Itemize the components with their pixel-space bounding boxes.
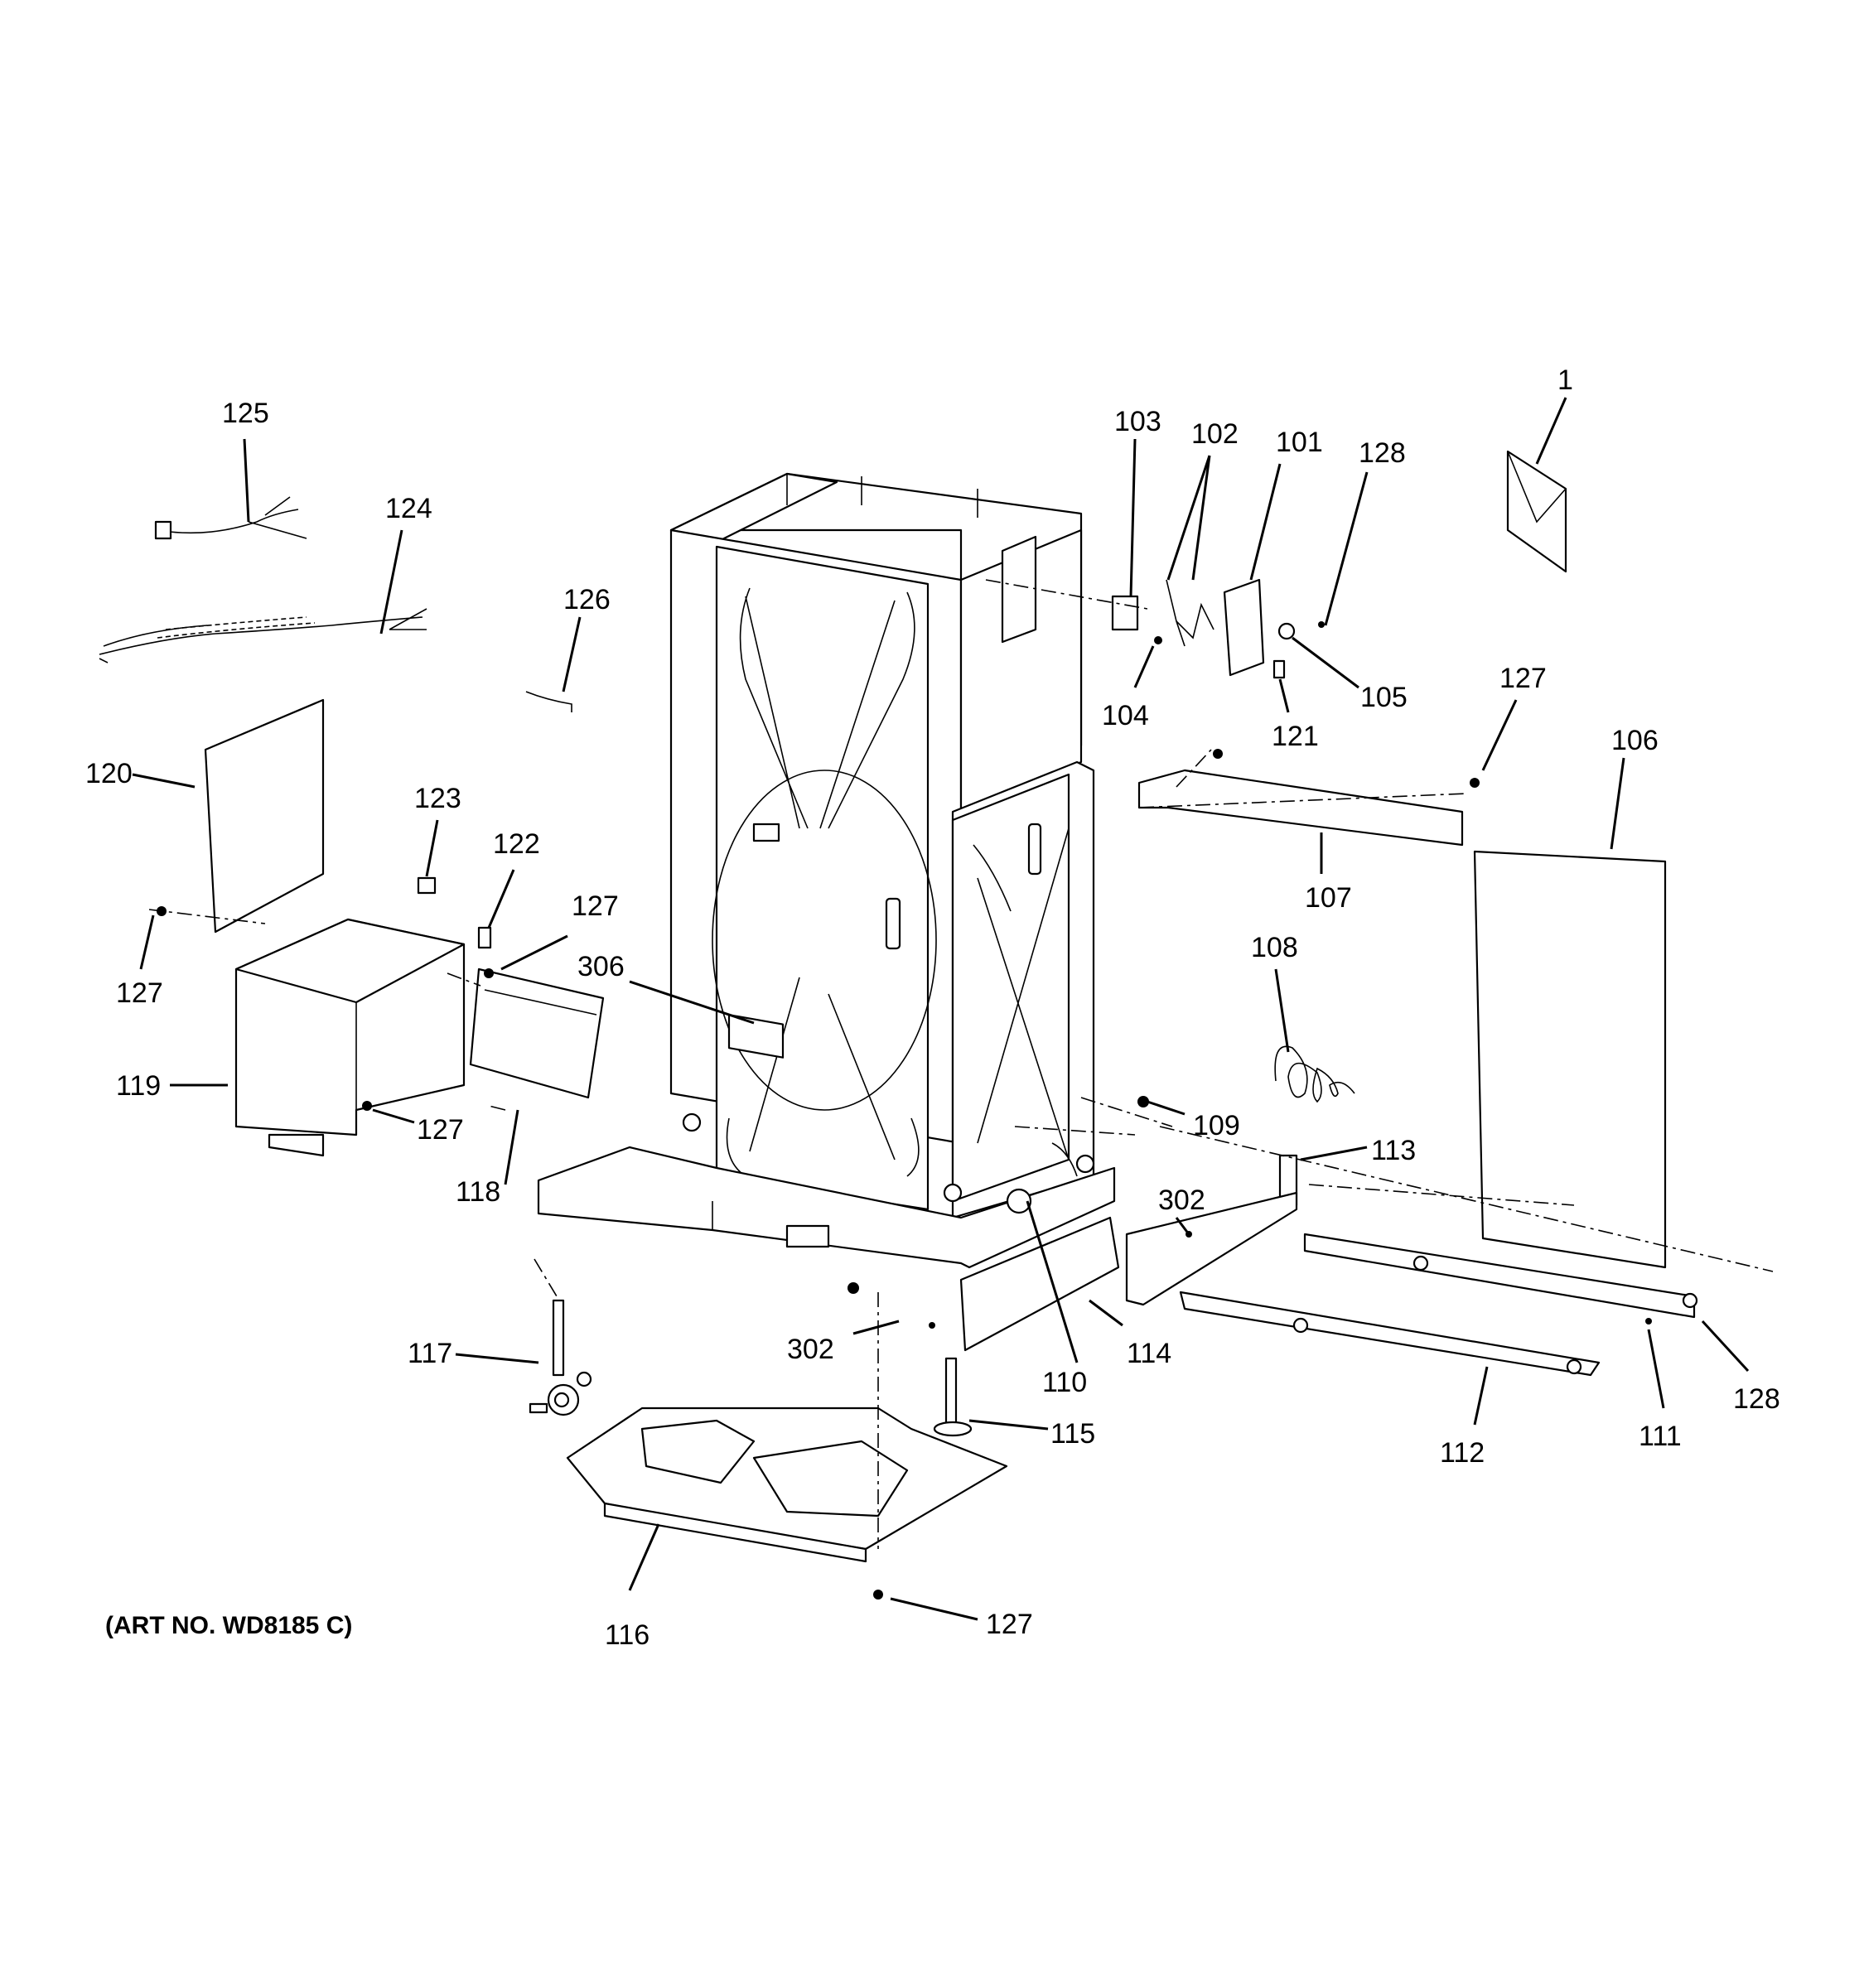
clip bbox=[1272, 659, 1286, 679]
callout-128-top: 128 bbox=[1359, 437, 1406, 469]
callout-120: 120 bbox=[85, 758, 133, 789]
callout-104: 104 bbox=[1102, 700, 1149, 731]
callout-118: 118 bbox=[456, 1176, 500, 1208]
mounting-bracket bbox=[1223, 578, 1265, 677]
rear-slide-rail bbox=[1303, 1233, 1696, 1319]
callout-127-bottom: 127 bbox=[986, 1609, 1033, 1640]
art-number: (ART NO. WD8185 C) bbox=[105, 1612, 352, 1639]
callout-114: 114 bbox=[1127, 1338, 1171, 1369]
leveling-leg-rear bbox=[529, 1299, 592, 1416]
callout-109: 109 bbox=[1193, 1110, 1240, 1141]
front-kick-plate bbox=[1125, 1191, 1298, 1306]
callout-128-bottom: 128 bbox=[1733, 1383, 1780, 1415]
callout-108: 108 bbox=[1251, 932, 1298, 963]
terminal-connector bbox=[417, 876, 437, 895]
callout-125: 125 bbox=[222, 398, 269, 429]
literature-envelope bbox=[1506, 450, 1567, 573]
top-rail bbox=[1137, 769, 1464, 847]
washer bbox=[1277, 622, 1296, 640]
wire-harness bbox=[99, 608, 427, 663]
callout-127-mid: 127 bbox=[572, 890, 619, 922]
leader-lines bbox=[132, 397, 1750, 1621]
cabinet-assembly bbox=[537, 472, 1116, 1269]
callout-1: 1 bbox=[1557, 364, 1573, 396]
callout-127-left: 127 bbox=[116, 977, 163, 1009]
callout-124: 124 bbox=[385, 493, 432, 524]
callout-302-left: 302 bbox=[787, 1334, 834, 1365]
callout-302-right: 302 bbox=[1158, 1185, 1205, 1216]
callout-117: 117 bbox=[408, 1338, 452, 1369]
callout-103: 103 bbox=[1114, 406, 1161, 437]
callout-106: 106 bbox=[1611, 725, 1659, 756]
callout-121: 121 bbox=[1272, 721, 1319, 752]
control-box bbox=[234, 918, 466, 1157]
callout-123: 123 bbox=[414, 783, 461, 814]
wire-connector bbox=[477, 926, 492, 949]
callout-119: 119 bbox=[116, 1070, 161, 1102]
callout-110: 110 bbox=[1042, 1367, 1087, 1398]
spring bbox=[1274, 1045, 1355, 1103]
thermostat-wire bbox=[1166, 579, 1214, 647]
callout-107: 107 bbox=[1305, 882, 1352, 914]
callout-126: 126 bbox=[563, 584, 611, 615]
base-front-plate bbox=[959, 1216, 1120, 1352]
base-tray bbox=[566, 1407, 1008, 1563]
callout-labels: 1 103 102 101 128 104 105 121 127 106 10… bbox=[85, 364, 1780, 1651]
callout-111: 111 bbox=[1639, 1421, 1682, 1452]
callout-112: 112 bbox=[1440, 1437, 1485, 1469]
back-panel bbox=[1473, 850, 1667, 1269]
callout-116: 116 bbox=[605, 1619, 650, 1651]
control-back-plate bbox=[204, 698, 325, 934]
front-slide-rail bbox=[1179, 1291, 1601, 1377]
callout-101: 101 bbox=[1276, 427, 1323, 458]
callout-127-box: 127 bbox=[417, 1114, 464, 1146]
callout-306: 306 bbox=[577, 951, 625, 982]
callout-113: 113 bbox=[1371, 1135, 1416, 1166]
sensor-wire bbox=[525, 691, 572, 712]
callout-127-right: 127 bbox=[1499, 663, 1547, 694]
thermostat-block bbox=[1111, 595, 1139, 631]
leveling-leg-front bbox=[933, 1357, 973, 1437]
callout-122: 122 bbox=[493, 828, 540, 860]
callout-102: 102 bbox=[1191, 418, 1239, 450]
cover-panel bbox=[469, 967, 605, 1099]
power-cord bbox=[154, 496, 307, 540]
callout-105: 105 bbox=[1360, 682, 1408, 713]
callout-115: 115 bbox=[1050, 1418, 1095, 1450]
